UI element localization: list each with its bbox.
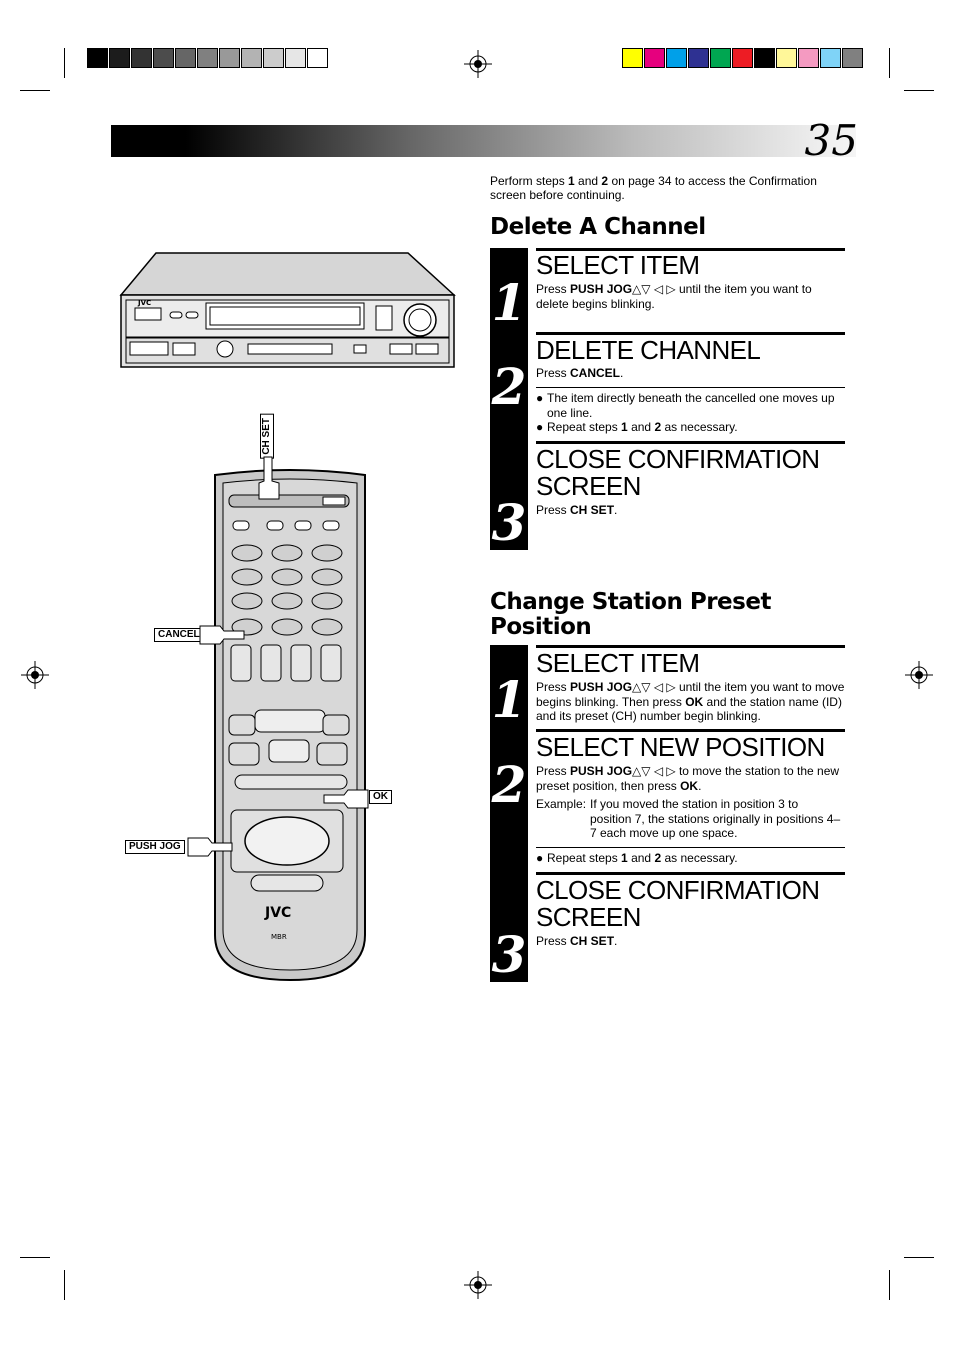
jog-arrows-icon: △▽ ◁ ▷	[632, 764, 676, 778]
color-swatch	[820, 48, 841, 68]
jog-arrows-icon: △▽ ◁ ▷	[632, 282, 676, 296]
step-bar	[490, 248, 528, 550]
color-swatch	[219, 48, 240, 68]
step-title: SELECT ITEM	[536, 648, 700, 678]
callout-ch-set: CH SET	[260, 414, 274, 459]
color-swatch	[688, 48, 709, 68]
color-swatch	[842, 48, 863, 68]
jog-arrows-icon: △▽ ◁ ▷	[632, 680, 676, 694]
step-number: 2	[491, 357, 527, 416]
pointing-hand-icon	[187, 837, 233, 857]
color-swatch	[754, 48, 775, 68]
step-body: Press CH SET.	[536, 503, 618, 517]
step-body: Press CANCEL.	[536, 366, 624, 380]
crop-mark	[64, 1270, 65, 1300]
step-body: Press PUSH JOG△▽ ◁ ▷ to move the station…	[536, 764, 840, 793]
color-swatch	[710, 48, 731, 68]
step-title: DELETE CHANNEL	[536, 335, 761, 365]
rule	[536, 645, 845, 648]
vcr-illustration: JVC	[119, 252, 456, 368]
color-swatch	[622, 48, 643, 68]
crop-mark	[889, 48, 890, 78]
rule	[536, 387, 845, 388]
remote-illustration: JVC MBR	[214, 469, 366, 982]
step-number: 3	[491, 925, 527, 984]
step-body: Press PUSH JOG△▽ ◁ ▷ until the item you …	[536, 680, 845, 723]
color-swatch	[241, 48, 262, 68]
color-swatch	[644, 48, 665, 68]
color-swatch	[153, 48, 174, 68]
step-number: 2	[491, 755, 527, 814]
crop-mark	[904, 1257, 934, 1258]
registration-target-icon	[905, 661, 933, 689]
step-body: Press PUSH JOG△▽ ◁ ▷ until the item you …	[536, 282, 812, 311]
color-swatch	[87, 48, 108, 68]
step-bar	[490, 645, 528, 982]
bullet-item: ●Repeat steps 1 and 2 as necessary.	[536, 420, 738, 434]
color-swatch	[307, 48, 328, 68]
example-text: Example:If you moved the station in posi…	[536, 797, 841, 840]
intro-text: Perform steps 1 and 2 on page 34 to acce…	[490, 174, 817, 202]
rule	[536, 847, 845, 848]
color-swatch	[798, 48, 819, 68]
crop-mark	[20, 90, 50, 91]
color-swatch	[776, 48, 797, 68]
step-number: 1	[491, 273, 527, 332]
header-gradient-bar	[111, 125, 856, 157]
rule	[536, 332, 845, 335]
crop-mark	[904, 90, 934, 91]
color-swatch	[285, 48, 306, 68]
rule	[536, 872, 845, 875]
bullet-item: ●Repeat steps 1 and 2 as necessary.	[536, 851, 738, 865]
color-swatch	[666, 48, 687, 68]
color-swatch	[732, 48, 753, 68]
pointing-hand-icon	[323, 789, 369, 809]
rule	[536, 441, 845, 444]
remote-logo: MBR	[271, 933, 287, 941]
callout-ok: OK	[369, 790, 392, 804]
step-title: SELECT NEW POSITION	[536, 732, 825, 762]
registration-target-icon	[464, 1271, 492, 1299]
step-number: 1	[491, 670, 527, 729]
step-title: SELECT ITEM	[536, 250, 700, 280]
color-swatch	[175, 48, 196, 68]
pointing-hand-icon	[199, 625, 245, 645]
bullet-item: ●The item directly beneath the cancelled…	[536, 391, 835, 420]
crop-mark	[64, 48, 65, 78]
section-heading-delete: Delete A Channel	[490, 214, 706, 240]
remote-brand: JVC	[264, 905, 291, 921]
rule	[536, 248, 845, 251]
callout-push-jog: PUSH JOG	[125, 840, 185, 854]
crop-mark	[889, 1270, 890, 1300]
color-swatch	[109, 48, 130, 68]
rule	[536, 729, 845, 732]
step-number: 3	[491, 493, 527, 552]
vcr-brand: JVC	[137, 299, 151, 307]
pointing-hand-icon	[258, 456, 280, 500]
page-number: 35	[804, 116, 858, 165]
callout-cancel: CANCEL	[154, 628, 204, 642]
step-body: Press CH SET.	[536, 934, 618, 948]
registration-target-icon	[21, 661, 49, 689]
crop-mark	[20, 1257, 50, 1258]
color-swatch	[263, 48, 284, 68]
color-swatch	[197, 48, 218, 68]
color-swatch	[131, 48, 152, 68]
registration-target-icon	[464, 50, 492, 78]
